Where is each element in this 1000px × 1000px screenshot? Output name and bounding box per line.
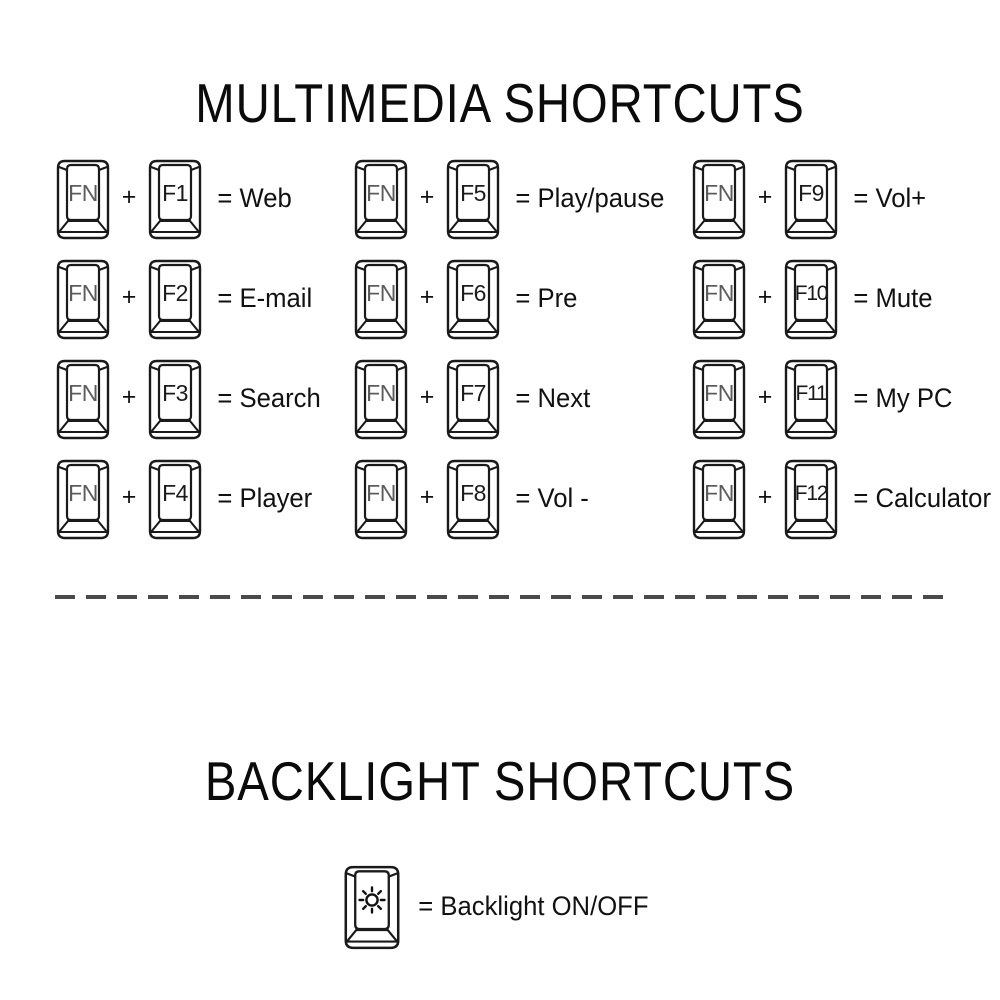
shortcut-action-label: = Next <box>515 382 591 413</box>
modifier-keycap-fn[interactable]: FN <box>52 459 114 541</box>
shortcut-action-label: = Web <box>217 182 292 213</box>
shortcut-row: FN+F7 = Next <box>350 350 595 450</box>
keycap-outline <box>692 159 746 240</box>
keycap-outline <box>148 359 202 440</box>
modifier-keycap-fn[interactable]: FN <box>52 259 114 341</box>
function-keycap[interactable]: F11 <box>780 359 842 441</box>
shortcut-action-label: = Calculator <box>853 482 991 513</box>
shortcut-row: FN+F9 = Vol+ <box>688 150 931 250</box>
keycap-outline <box>344 865 400 950</box>
keycap-outline <box>354 259 408 340</box>
shortcut-action-label: = Search <box>217 382 321 413</box>
keycap-outline <box>56 259 110 340</box>
backlight-shortcut-row: = Backlight ON/OFF <box>0 865 1000 951</box>
function-keycap[interactable]: F7 <box>442 359 504 441</box>
modifier-keycap-fn[interactable]: FN <box>350 459 412 541</box>
modifier-keycap-fn[interactable]: FN <box>688 359 750 441</box>
shortcut-row: FN+F5 = Play/pause <box>350 150 673 250</box>
shortcut-row: FN+F11 = My PC <box>688 350 958 450</box>
plus-symbol: + <box>419 482 435 511</box>
keycap-outline <box>784 359 838 440</box>
modifier-keycap-fn[interactable]: FN <box>350 159 412 241</box>
plus-symbol: + <box>757 382 773 411</box>
keycap-outline <box>446 159 500 240</box>
keycap-outline <box>692 359 746 440</box>
plus-symbol: + <box>121 282 137 311</box>
shortcut-action-label: = Vol - <box>515 482 589 513</box>
keycap-outline <box>354 459 408 540</box>
function-keycap[interactable]: F10 <box>780 259 842 341</box>
function-keycap[interactable]: F3 <box>144 359 206 441</box>
shortcut-row: FN+F2 = E-mail <box>52 250 318 350</box>
modifier-keycap-fn[interactable]: FN <box>688 159 750 241</box>
shortcut-row: FN+F6 = Pre <box>350 250 581 350</box>
plus-symbol: + <box>121 382 137 411</box>
keycap-outline <box>784 159 838 240</box>
shortcut-action-label: = Player <box>217 482 313 513</box>
modifier-keycap-fn[interactable]: FN <box>350 259 412 341</box>
modifier-keycap-fn[interactable]: FN <box>688 459 750 541</box>
keycap-outline <box>56 159 110 240</box>
section-divider <box>55 595 945 599</box>
function-keycap[interactable]: F9 <box>780 159 842 241</box>
keycap-outline <box>148 459 202 540</box>
shortcut-action-label: = Play/pause <box>515 182 665 213</box>
keycap-outline <box>56 459 110 540</box>
plus-symbol: + <box>419 182 435 211</box>
function-keycap[interactable]: F1 <box>144 159 206 241</box>
function-keycap[interactable]: F4 <box>144 459 206 541</box>
function-keycap[interactable]: F12 <box>780 459 842 541</box>
keycap-outline <box>148 159 202 240</box>
keycap-outline <box>354 159 408 240</box>
keycap-outline <box>148 259 202 340</box>
shortcut-action-label: = Pre <box>515 282 578 313</box>
backlight-section-title: BACKLIGHT SHORTCUTS <box>204 749 796 812</box>
shortcut-action-label: = My PC <box>853 382 953 413</box>
shortcut-action-label: = Mute <box>853 282 933 313</box>
function-keycap[interactable]: F5 <box>442 159 504 241</box>
shortcut-row: FN+F1 = Web <box>52 150 296 250</box>
plus-symbol: + <box>121 482 137 511</box>
modifier-keycap-fn[interactable]: FN <box>52 359 114 441</box>
plus-symbol: + <box>757 482 773 511</box>
keycap-outline <box>446 359 500 440</box>
keycap-outline <box>354 359 408 440</box>
multimedia-section-title: MULTIMEDIA SHORTCUTS <box>195 71 805 134</box>
shortcut-action-label: = Vol+ <box>853 182 927 213</box>
keycap-outline <box>56 359 110 440</box>
keycap-outline <box>784 259 838 340</box>
shortcut-row: FN+F4 = Player <box>52 450 318 550</box>
shortcut-row: FN+F10 = Mute <box>688 250 937 350</box>
keycap-outline <box>692 459 746 540</box>
modifier-keycap-fn[interactable]: FN <box>52 159 114 241</box>
backlight-keycap[interactable] <box>339 865 405 951</box>
function-keycap[interactable]: F8 <box>442 459 504 541</box>
function-keycap[interactable]: F2 <box>144 259 206 341</box>
keycap-outline <box>446 459 500 540</box>
plus-symbol: + <box>757 282 773 311</box>
keycap-outline <box>692 259 746 340</box>
plus-symbol: + <box>419 382 435 411</box>
plus-symbol: + <box>121 182 137 211</box>
modifier-keycap-fn[interactable]: FN <box>350 359 412 441</box>
function-keycap[interactable]: F6 <box>442 259 504 341</box>
shortcut-row: FN+F8 = Vol - <box>350 450 593 550</box>
keycap-outline <box>784 459 838 540</box>
backlight-action-label: = Backlight ON/OFF <box>418 890 649 921</box>
plus-symbol: + <box>757 182 773 211</box>
shortcut-row: FN+F12 = Calculator <box>688 450 999 550</box>
modifier-keycap-fn[interactable]: FN <box>688 259 750 341</box>
shortcut-action-label: = E-mail <box>217 282 313 313</box>
shortcut-row: FN+F3 = Search <box>52 350 327 450</box>
plus-symbol: + <box>419 282 435 311</box>
keycap-outline <box>446 259 500 340</box>
